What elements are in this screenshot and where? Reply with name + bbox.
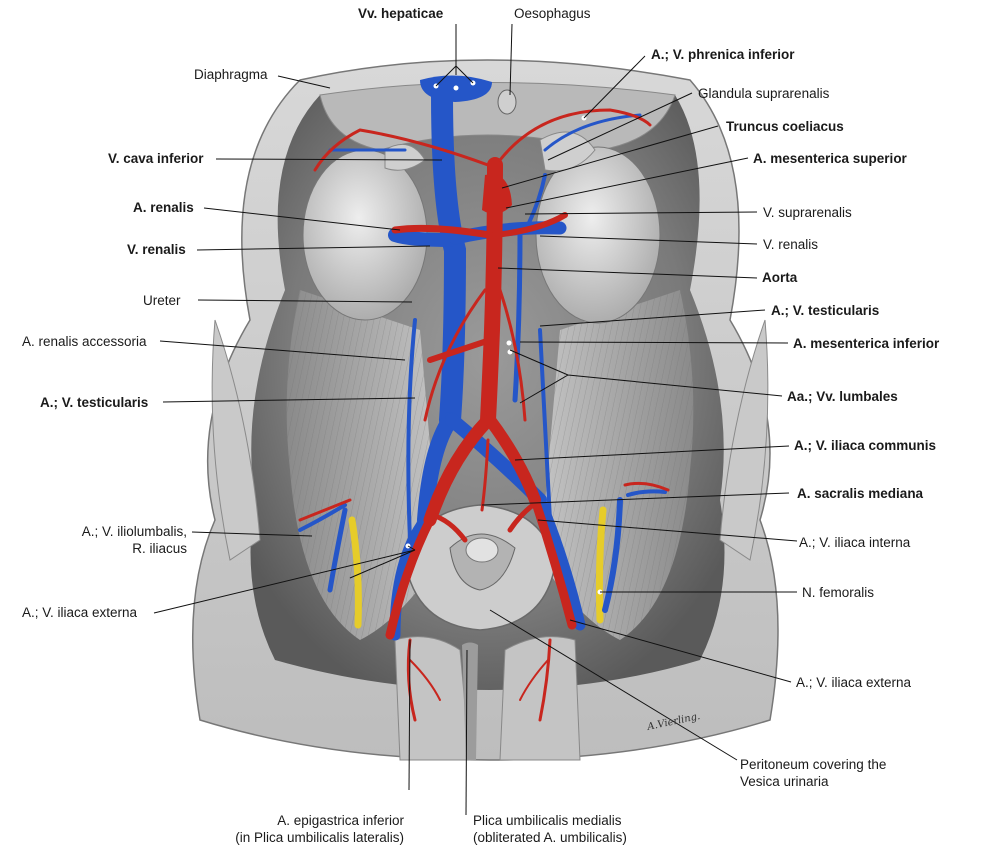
label-iliolumbalis-line2: R. iliacus	[132, 541, 187, 556]
arterial-system	[298, 108, 670, 722]
label-epigastrica-line1: A. epigastrica inferior	[277, 813, 404, 828]
label-renalis-accessoria: A. renalis accessoria	[22, 334, 147, 349]
label-diaphragma: Diaphragma	[194, 67, 268, 82]
label-iliaca-externa-right: A.; V. iliaca externa	[796, 675, 912, 690]
label-v-renalis-left: V. renalis	[763, 237, 819, 252]
label-mesenterica-superior: A. mesenterica superior	[753, 151, 907, 166]
label-aorta: Aorta	[762, 270, 798, 285]
label-truncus-coeliacus: Truncus coeliacus	[726, 119, 844, 134]
label-peritoneum-line1: Peritoneum covering the	[740, 757, 887, 772]
label-phrenica-inferior: A.; V. phrenica inferior	[651, 47, 795, 62]
label-plica-line1: Plica umbilicalis medialis	[473, 813, 622, 828]
label-epigastrica-line2: (in Plica umbilicalis lateralis)	[235, 830, 404, 845]
label-n-femoralis: N. femoralis	[802, 585, 875, 600]
label-plica-line2: (obliterated A. umbilicalis)	[473, 830, 627, 845]
label-lumbales: Aa.; Vv. lumbales	[787, 389, 898, 404]
label-iliolumbalis-line1: A.; V. iliolumbalis,	[81, 524, 187, 539]
label-ureter: Ureter	[143, 293, 181, 308]
label-testicularis-left: A.; V. testicularis	[40, 395, 149, 410]
venous-system	[298, 75, 667, 641]
label-v-cava-inferior: V. cava inferior	[108, 151, 204, 166]
label-epigastrica-inferior: A. epigastrica inferior (in Plica umbili…	[200, 812, 404, 846]
label-sacralis-mediana: A. sacralis mediana	[797, 486, 924, 501]
femoral-nerve-left	[595, 506, 607, 624]
label-plica-umbilicalis: Plica umbilicalis medialis (obliterated …	[473, 812, 627, 846]
label-a-renalis: A. renalis	[133, 200, 194, 215]
label-mesenterica-inferior: A. mesenterica inferior	[793, 336, 940, 351]
label-iliolumbalis: A.; V. iliolumbalis, R. iliacus	[33, 523, 187, 557]
label-iliaca-communis: A.; V. iliaca communis	[794, 438, 937, 453]
label-iliaca-interna: A.; V. iliaca interna	[799, 535, 911, 550]
label-peritoneum-line2: Vesica urinaria	[740, 774, 829, 789]
label-iliaca-externa-left: A.; V. iliaca externa	[22, 605, 138, 620]
label-v-renalis-right: V. renalis	[127, 242, 186, 257]
label-vv-hepaticae: Vv. hepaticae	[358, 6, 444, 21]
label-peritoneum: Peritoneum covering the Vesica urinaria	[740, 756, 886, 790]
label-testicularis-right: A.; V. testicularis	[771, 303, 880, 318]
femoral-nerve-right	[348, 516, 362, 629]
label-oesophagus: Oesophagus	[514, 6, 591, 21]
label-glandula-suprarenalis: Glandula suprarenalis	[698, 86, 830, 101]
kidney-left	[535, 146, 661, 324]
label-v-suprarenalis: V. suprarenalis	[763, 205, 852, 220]
leader-lines	[153, 23, 798, 816]
